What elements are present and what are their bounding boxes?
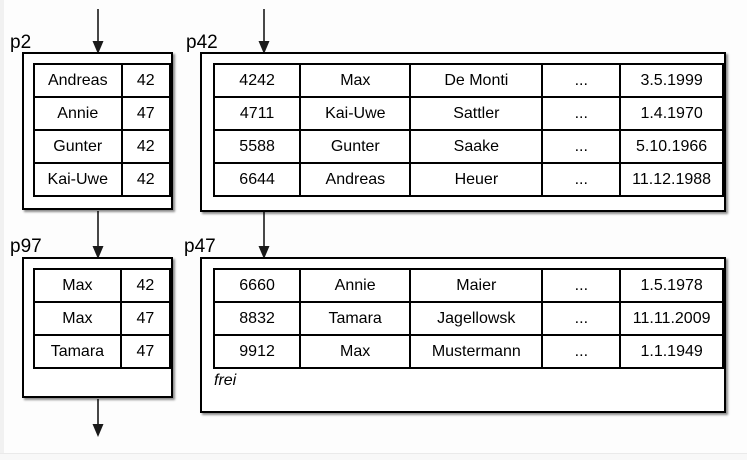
table-cell: 47 bbox=[120, 96, 172, 131]
table-cell: ... bbox=[541, 334, 622, 369]
table-cell: ... bbox=[541, 301, 622, 336]
table-cell: 42 bbox=[120, 129, 172, 164]
slide-bottom-edge bbox=[0, 453, 747, 460]
table-cell: 1.5.1978 bbox=[619, 268, 724, 303]
table-cell: Andreas bbox=[299, 162, 412, 197]
table-cell: 6644 bbox=[212, 162, 302, 197]
table-cell: 42 bbox=[120, 162, 172, 197]
table-cell: Annie bbox=[299, 268, 412, 303]
arrow-out-of-p97 bbox=[92, 399, 104, 437]
table-cell: 42 bbox=[120, 63, 172, 98]
table-cell: 3.5.1999 bbox=[619, 63, 724, 98]
table-cell: ... bbox=[541, 129, 622, 164]
table-cell: 11.11.2009 bbox=[619, 301, 724, 336]
table-cell: Sattler bbox=[409, 96, 544, 131]
table-cell: Saake bbox=[409, 129, 544, 164]
table-cell: 11.12.1988 bbox=[619, 162, 724, 197]
table-cell: Annie bbox=[33, 96, 123, 131]
slide-left-edge bbox=[0, 0, 4, 460]
table-cell: Max bbox=[299, 334, 412, 369]
table-cell: 42 bbox=[119, 268, 172, 303]
table-cell: 1.1.1949 bbox=[619, 334, 724, 369]
arrow-into-p42 bbox=[258, 9, 270, 54]
table-cell: ... bbox=[541, 162, 622, 197]
table-cell: Maier bbox=[409, 268, 544, 303]
table-cell: 47 bbox=[119, 301, 172, 336]
table-cell: Jagellowsk bbox=[409, 301, 544, 336]
page-label-p42: p42 bbox=[186, 32, 218, 53]
table-cell: 47 bbox=[119, 334, 172, 369]
page-label-p2: p2 bbox=[10, 32, 32, 53]
page-label-p47: p47 bbox=[184, 236, 216, 257]
table-cell: Gunter bbox=[33, 129, 123, 164]
table-cell: 5.10.1966 bbox=[619, 129, 724, 164]
arrow-into-p2 bbox=[92, 9, 104, 54]
table-cell: 8832 bbox=[212, 301, 302, 336]
table-cell: Gunter bbox=[299, 129, 412, 164]
page-label-p97: p97 bbox=[10, 236, 42, 257]
table-cell: 5588 bbox=[212, 129, 302, 164]
table-cell: Andreas bbox=[33, 63, 123, 98]
table-cell: 9912 bbox=[212, 334, 302, 369]
table-cell: ... bbox=[541, 268, 622, 303]
table-cell: Tamara bbox=[33, 334, 122, 369]
table-cell: 1.4.1970 bbox=[619, 96, 724, 131]
table-cell: Max bbox=[33, 268, 122, 303]
table-cell: Max bbox=[299, 63, 412, 98]
table-cell: De Monti bbox=[409, 63, 544, 98]
arrow-p42-to-p47 bbox=[258, 211, 270, 259]
table-cell: Max bbox=[33, 301, 122, 336]
table-cell: Kai-Uwe bbox=[299, 96, 412, 131]
table-cell: ... bbox=[541, 96, 622, 131]
table-cell: 6660 bbox=[212, 268, 302, 303]
free-space-label: frei bbox=[214, 372, 237, 389]
table-cell: 4711 bbox=[212, 96, 302, 131]
table-cell: ... bbox=[541, 63, 622, 98]
table-cell: Mustermann bbox=[409, 334, 544, 369]
table-cell: Heuer bbox=[409, 162, 544, 197]
table-cell: 4242 bbox=[212, 63, 302, 98]
arrow-p2-to-p97 bbox=[92, 211, 104, 259]
table-cell: Kai-Uwe bbox=[33, 162, 123, 197]
table-cell: Tamara bbox=[299, 301, 412, 336]
